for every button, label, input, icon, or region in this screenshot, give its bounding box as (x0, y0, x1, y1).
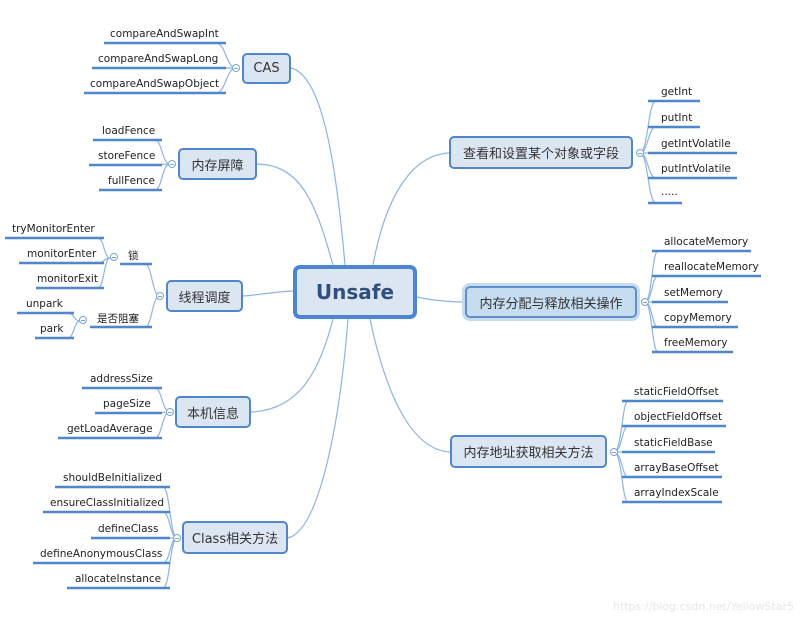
root-label: Unsafe (315, 280, 395, 304)
branch-label: 内存地址获取相关方法 (463, 446, 594, 461)
branch-label: 查看和设置某个对象或字段 (462, 147, 619, 162)
leaf-set-memory[interactable]: setMemory (664, 287, 723, 299)
branch-label: 内存分配与释放相关操作 (479, 296, 623, 312)
branch-label: 本机信息 (186, 406, 239, 422)
collapse-toggle-icon[interactable] (610, 448, 618, 456)
collapse-toggle-icon[interactable] (636, 149, 644, 157)
leaf-array-base-offset[interactable]: arrayBaseOffset (634, 462, 719, 474)
leaf-define-class[interactable]: defineClass (98, 523, 159, 535)
collapse-toggle-icon[interactable] (173, 534, 181, 542)
collapse-toggle-icon[interactable] (166, 408, 174, 416)
branch-node-get-set-field[interactable]: 查看和设置某个对象或字段 (449, 136, 633, 169)
watermark-text: https://blog.csdn.net/YellowStar5 (612, 600, 794, 613)
leaf-get-int-volatile[interactable]: getIntVolatile (661, 138, 731, 150)
root-node-unsafe[interactable]: Unsafe (293, 265, 417, 319)
collapse-toggle-icon[interactable] (168, 160, 176, 168)
leaf-put-int-volatile[interactable]: putIntVolatile (661, 163, 731, 175)
leaf-allocate-memory[interactable]: allocateMemory (664, 236, 749, 248)
leaf-define-anonymous-class[interactable]: defineAnonymousClass (40, 548, 163, 560)
branch-label: 线程调度 (178, 290, 231, 306)
leaf-monitor-exit[interactable]: monitorExit (37, 273, 98, 285)
leaf-full-fence[interactable]: fullFence (108, 175, 155, 187)
branch-node-thread-scheduling[interactable]: 线程调度 (166, 280, 243, 312)
leaf-ellipsis[interactable]: ..... (661, 186, 678, 198)
leaf-allocate-instance[interactable]: allocateInstance (75, 573, 162, 585)
collapse-toggle-icon[interactable] (110, 253, 118, 261)
leaf-static-field-offset[interactable]: staticFieldOffset (634, 386, 719, 398)
branch-node-machine-info[interactable]: 本机信息 (175, 396, 251, 428)
leaf-try-monitor-enter[interactable]: tryMonitorEnter (12, 223, 95, 235)
branch-node-memory-barrier[interactable]: 内存屏障 (178, 148, 257, 180)
collapse-toggle-icon[interactable] (156, 292, 164, 300)
group-label-lock[interactable]: 锁 (128, 250, 139, 262)
leaf-compare-and-swap-object[interactable]: compareAndSwapObject (90, 78, 220, 90)
branch-label: CAS (253, 61, 280, 76)
branch-node-memory-allocation[interactable]: 内存分配与释放相关操作 (465, 286, 637, 318)
collapse-toggle-icon[interactable] (641, 298, 649, 306)
leaf-object-field-offset[interactable]: objectFieldOffset (634, 411, 723, 423)
branch-node-class-methods[interactable]: Class相关方法 (182, 521, 288, 554)
leaf-free-memory[interactable]: freeMemory (664, 337, 728, 349)
leaf-park[interactable]: park (40, 323, 64, 335)
leaf-compare-and-swap-long[interactable]: compareAndSwapLong (98, 53, 219, 65)
leaf-store-fence[interactable]: storeFence (98, 150, 156, 162)
branch-label: Class相关方法 (191, 532, 279, 547)
leaf-load-fence[interactable]: loadFence (102, 125, 156, 137)
leaf-static-field-base[interactable]: staticFieldBase (634, 437, 713, 449)
leaf-monitor-enter[interactable]: monitorEnter (27, 248, 97, 260)
collapse-toggle-icon[interactable] (232, 64, 240, 72)
collapse-toggle-icon[interactable] (79, 316, 87, 324)
leaf-compare-and-swap-int[interactable]: compareAndSwapInt (110, 28, 219, 40)
leaf-page-size[interactable]: pageSize (103, 398, 151, 410)
leaf-ensure-class-initialized[interactable]: ensureClassInitialized (50, 497, 165, 509)
branch-label: 内存屏障 (191, 158, 244, 174)
leaf-get-int[interactable]: getInt (661, 86, 693, 98)
group-label-blocking[interactable]: 是否阻塞 (97, 313, 139, 325)
leaf-reallocate-memory[interactable]: reallocateMemory (664, 261, 759, 273)
leaf-unpark[interactable]: unpark (26, 298, 63, 310)
leaf-address-size[interactable]: addressSize (90, 373, 153, 385)
branch-node-cas[interactable]: CAS (242, 53, 291, 84)
branch-node-memory-address[interactable]: 内存地址获取相关方法 (450, 435, 607, 468)
leaf-array-index-scale[interactable]: arrayIndexScale (634, 487, 719, 499)
leaf-put-int[interactable]: putInt (661, 112, 693, 124)
leaf-get-load-average[interactable]: getLoadAverage (67, 423, 153, 435)
leaf-should-be-initialized[interactable]: shouldBeInitialized (63, 472, 163, 484)
leaf-copy-memory[interactable]: copyMemory (664, 312, 732, 324)
